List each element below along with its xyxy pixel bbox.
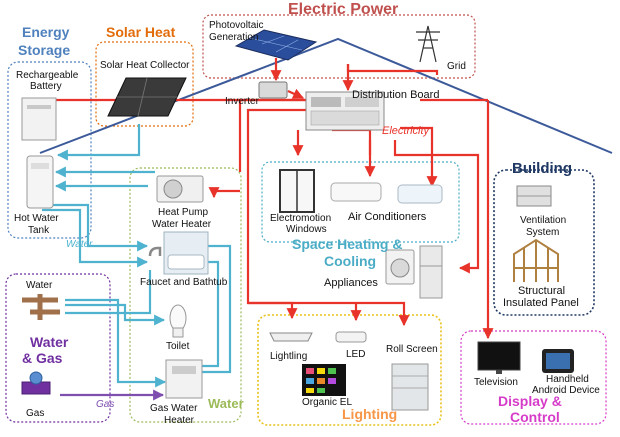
- ventilation-label-line2: System: [526, 227, 560, 238]
- gas-water-heater-icon: [165, 359, 203, 399]
- battery-icon: [21, 97, 57, 141]
- display-control-title-line2: Control: [510, 409, 560, 425]
- faucet-icon: [148, 246, 162, 257]
- handheld-label-line2: Android Device: [532, 385, 600, 396]
- appliances-label: Appliances: [324, 277, 378, 289]
- water-gas-box: [5, 273, 111, 423]
- air-conditioners-label: Air Conditioners: [348, 211, 427, 223]
- organic-el-icon: [302, 364, 346, 396]
- lighting-title: Lighting: [342, 406, 398, 422]
- space-heating-title-line2: Cooling: [324, 253, 377, 269]
- heat-pump-label-line2: Water Heater: [152, 219, 212, 230]
- gas-water-heater-label-line1: Gas Water: [150, 403, 198, 414]
- television-label: Television: [474, 377, 518, 388]
- handheld-label-line1: Handheld: [546, 374, 589, 385]
- lighting-item-label: Lightling: [270, 351, 308, 362]
- hot-water-tank-label-line1: Hot Water: [14, 213, 59, 224]
- electromotion-label-line2: Windows: [286, 224, 327, 235]
- distribution-board-label: Distribution Board: [352, 89, 440, 101]
- electric-lines: [24, 58, 494, 340]
- air-conditioner-icon: [330, 182, 443, 204]
- gas-water-heater-label-line2: Heater: [164, 415, 195, 426]
- toilet-label: Toilet: [166, 341, 190, 352]
- lighting-box: [257, 314, 442, 426]
- window-icon: [279, 169, 315, 213]
- inverter-icon: [258, 81, 288, 99]
- electricity-label: Electricity: [382, 125, 430, 137]
- water-gas-title-line1: Water: [30, 334, 69, 350]
- water-flow-label: Water: [66, 239, 93, 250]
- tablet-icon: [542, 349, 574, 373]
- photovoltaic-label-line1: Photovoltaic: [209, 20, 264, 31]
- power-tower-icon: [416, 25, 440, 63]
- hot-water-tank-icon: [26, 155, 54, 209]
- display-control-title-line1: Display &: [498, 393, 562, 409]
- heat-pump-icon: [156, 175, 204, 203]
- roll-screen-label: Roll Screen: [386, 344, 438, 355]
- toilet-icon: [169, 304, 187, 338]
- grid-label: Grid: [447, 61, 466, 72]
- space-heating-box: [261, 161, 460, 243]
- solar-heat-box: [95, 41, 194, 127]
- led-lamp-icon: [335, 331, 367, 343]
- heat-pump-label-line1: Heat Pump: [158, 207, 209, 218]
- water-gas-title-line2: & Gas: [22, 350, 63, 366]
- washing-machine-icon: [385, 249, 415, 285]
- solar-panel-icon: [234, 29, 318, 61]
- photovoltaic-label-line2: Generation: [209, 32, 259, 43]
- solar-heat-title: Solar Heat: [106, 24, 176, 40]
- led-label: LED: [346, 349, 366, 360]
- electromotion-label-line1: Electromotion: [270, 213, 332, 224]
- faucet-bathtub-label: Faucet and Bathtub: [140, 277, 228, 288]
- television-icon: [477, 341, 521, 374]
- water-pipes-icon: [22, 294, 60, 320]
- water-section-title: Water: [208, 396, 244, 411]
- building-title: Building: [512, 160, 572, 177]
- gas-flow-label: Gas: [96, 399, 115, 410]
- rechargeable-label-line2: Battery: [30, 81, 62, 92]
- building-box: [493, 169, 595, 316]
- ventilation-label-line1: Ventilation: [520, 215, 567, 226]
- solar-collector-icon: [107, 77, 187, 117]
- solar-collector-label: Solar Heat Collector: [100, 60, 190, 71]
- house-frame-icon: [513, 238, 559, 282]
- rechargeable-label-line1: Rechargeable: [16, 70, 79, 81]
- ceiling-light-icon: [269, 332, 313, 342]
- water-source-label: Water: [26, 280, 53, 291]
- distribution-board-icon: [305, 91, 385, 131]
- ventilation-icon: [516, 185, 552, 207]
- energy-storage-box: [7, 61, 92, 239]
- electric-power-box: [202, 14, 476, 79]
- energy-storage-title-line1: Energy: [22, 24, 70, 40]
- bathtub-icon: [163, 231, 209, 275]
- gas-valve-icon: [21, 371, 51, 395]
- energy-storage-title-line2: Storage: [18, 42, 71, 58]
- refrigerator-icon: [419, 245, 443, 299]
- inverter-label: Inverter: [225, 96, 259, 107]
- structural-label-line1: Structural: [518, 285, 566, 297]
- space-heating-title-line1: Space Heating &: [292, 236, 403, 252]
- display-control-box: [460, 330, 607, 425]
- roll-screen-icon: [391, 363, 429, 411]
- organic-el-label: Organic EL: [302, 397, 353, 408]
- water-section-box: [129, 167, 242, 423]
- gas-source-label: Gas: [26, 408, 45, 419]
- structural-label-line2: Insulated Panel: [503, 297, 579, 309]
- hot-water-tank-label-line2: Tank: [28, 225, 50, 236]
- electric-power-title: Electric Power: [288, 1, 399, 18]
